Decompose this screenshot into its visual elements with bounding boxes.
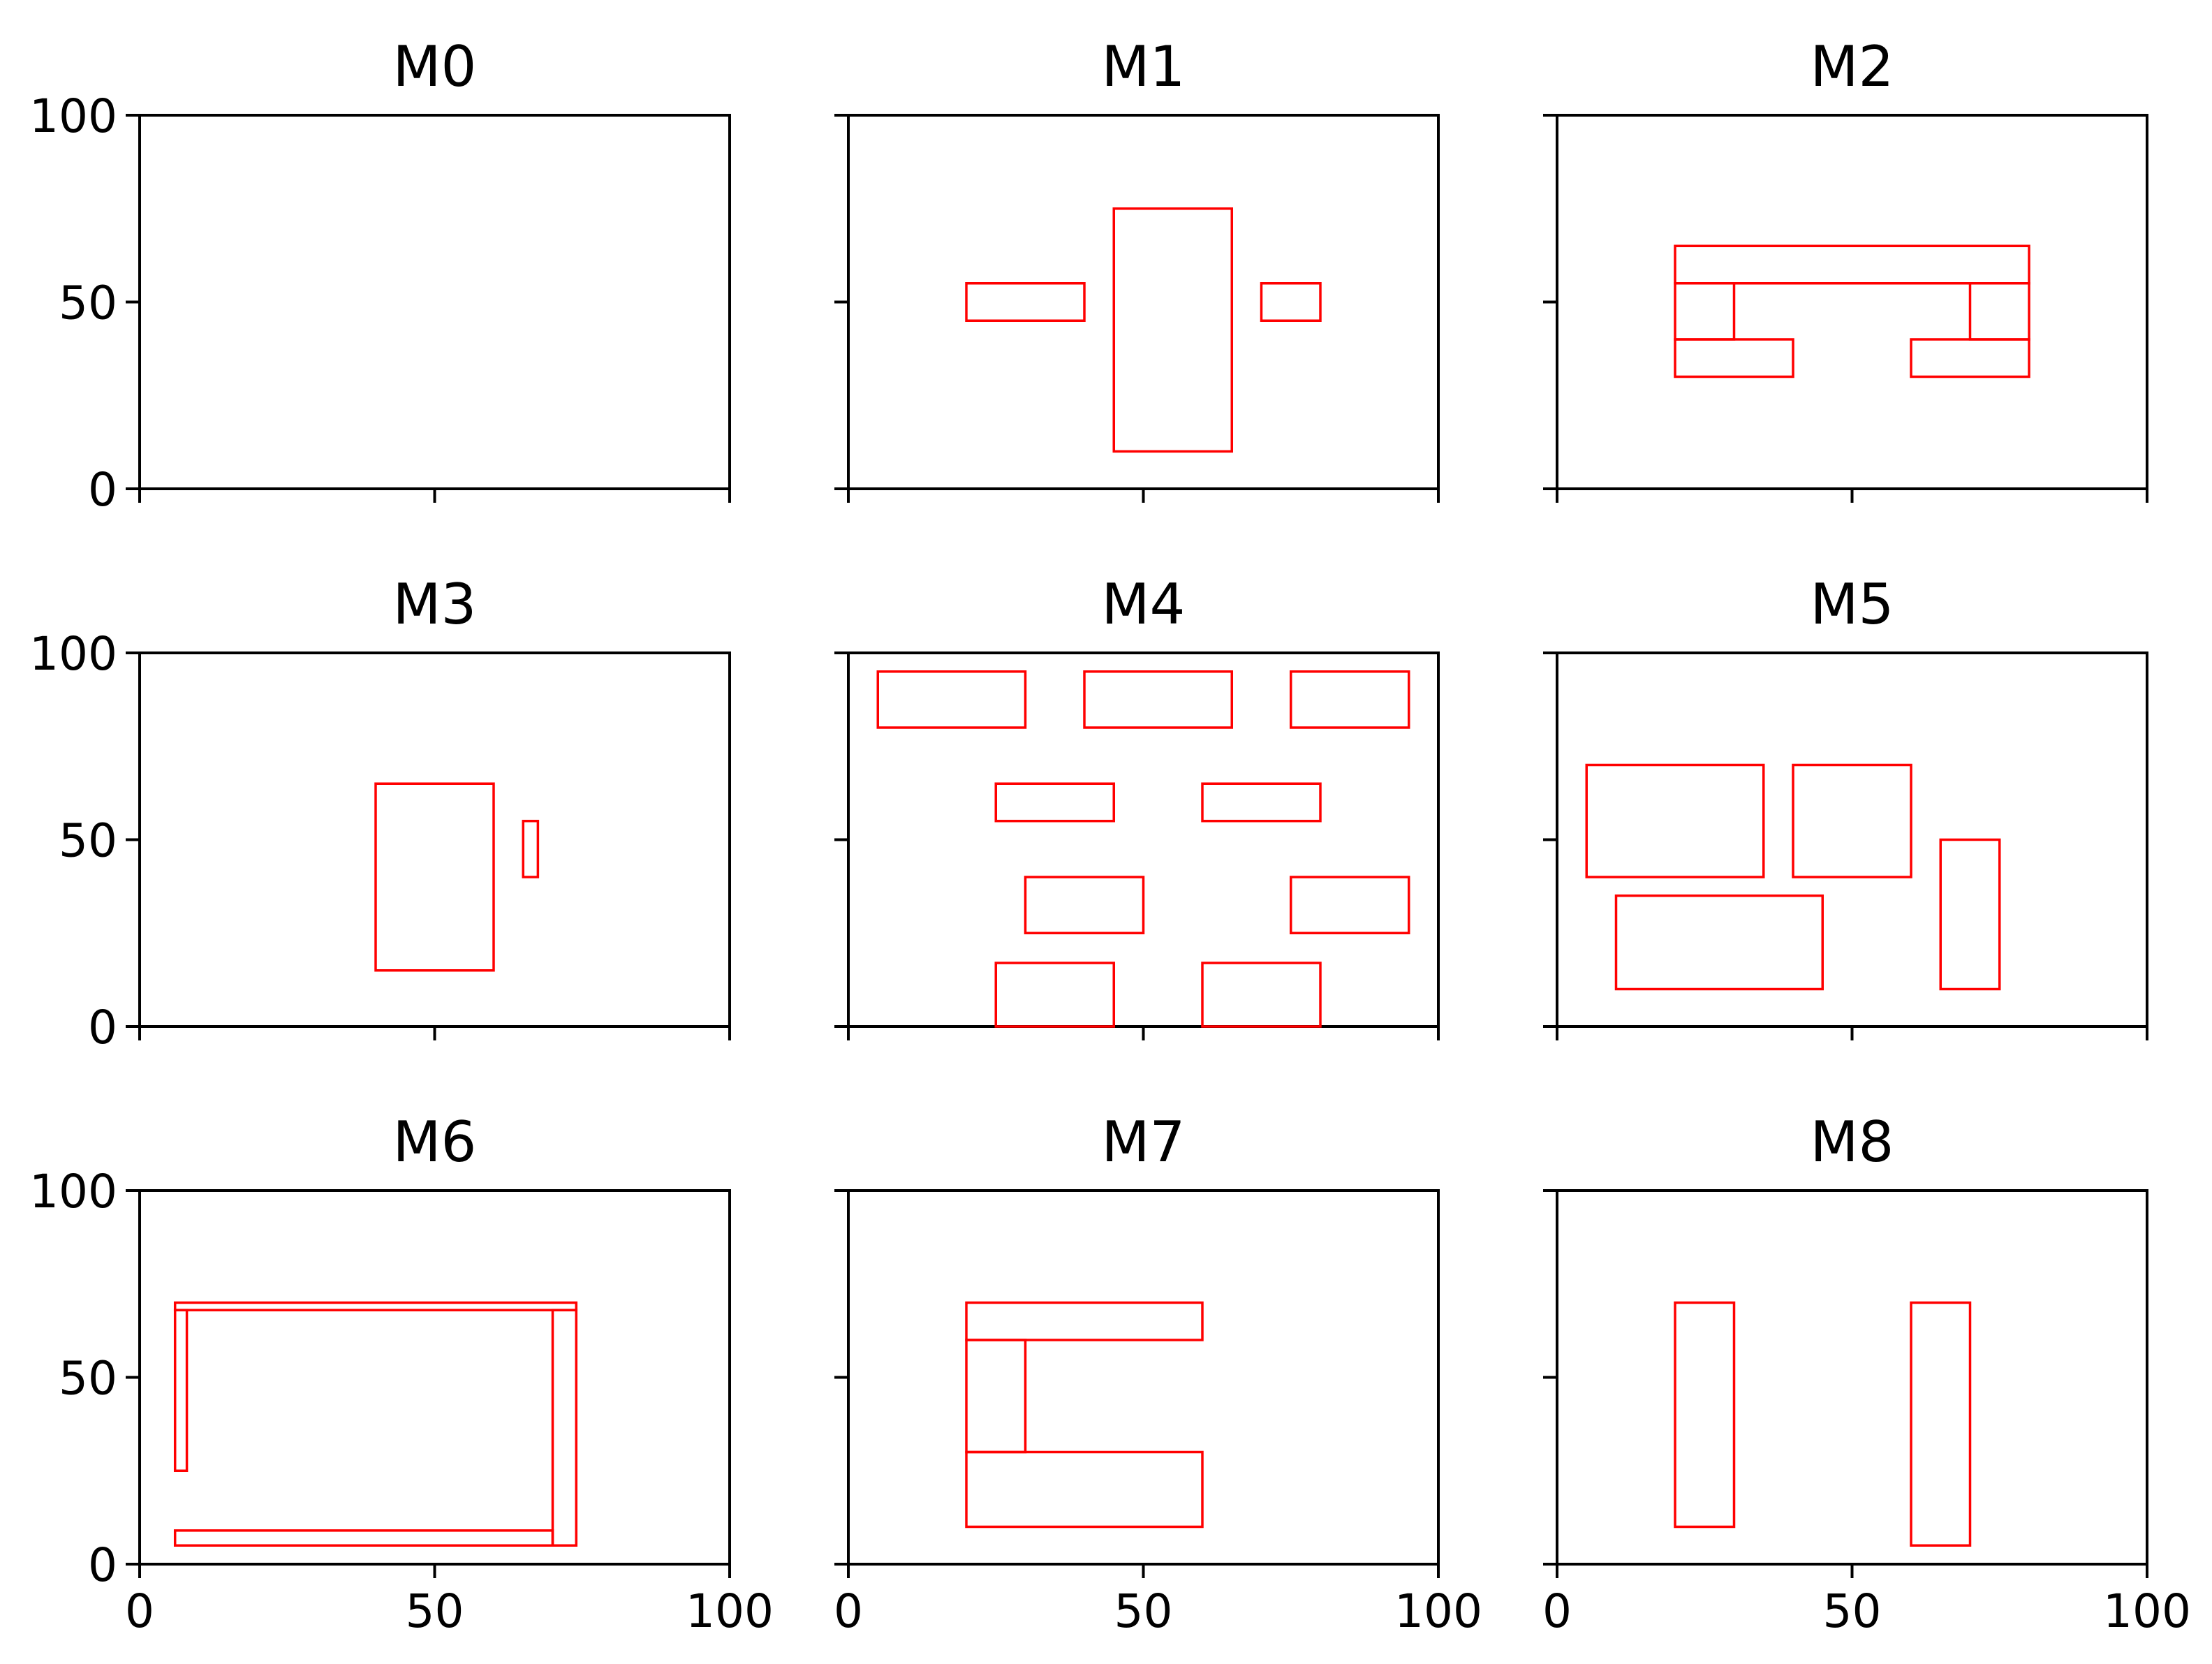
x-tick-label: 100 bbox=[2103, 1584, 2191, 1638]
data-rect bbox=[1674, 338, 1794, 378]
y-tick-label: 100 bbox=[29, 627, 117, 681]
axes-frame bbox=[1556, 114, 2148, 490]
data-rect bbox=[1083, 670, 1233, 729]
data-rect bbox=[173, 1301, 578, 1311]
y-tick-label: 0 bbox=[88, 1001, 117, 1054]
data-rect bbox=[965, 282, 1086, 322]
data-rect bbox=[173, 1529, 554, 1547]
data-rect bbox=[1112, 207, 1233, 453]
x-tick-label: 100 bbox=[1394, 1584, 1482, 1638]
subplot-title: M3 bbox=[393, 572, 477, 637]
y-tick-label: 50 bbox=[59, 814, 117, 868]
data-rect bbox=[1024, 876, 1145, 934]
subplot-m6: M6 0 50 100 0 50 100 bbox=[29, 1110, 774, 1638]
axes-frame bbox=[847, 1189, 1440, 1566]
data-rect bbox=[1290, 876, 1410, 934]
data-rect bbox=[1290, 670, 1410, 729]
subplot-title: M5 bbox=[1811, 572, 1894, 637]
axes-frame bbox=[1556, 1189, 2148, 1566]
y-tick-label: 100 bbox=[29, 89, 117, 143]
x-tick-label: 0 bbox=[834, 1584, 863, 1638]
subplot-m7: M7 0 50 100 bbox=[834, 1110, 1482, 1638]
data-rect bbox=[1968, 282, 2030, 341]
x-tick-label: 50 bbox=[1114, 1584, 1173, 1638]
data-rect bbox=[965, 1339, 1027, 1454]
y-tick-label: 50 bbox=[59, 277, 117, 330]
data-rect bbox=[1792, 763, 1912, 878]
data-rect bbox=[1201, 962, 1322, 1028]
data-rect bbox=[1674, 244, 2030, 285]
data-rect bbox=[1674, 1301, 1736, 1529]
x-tick-label: 0 bbox=[125, 1584, 154, 1638]
y-tick-label: 50 bbox=[59, 1352, 117, 1406]
data-rect bbox=[965, 1301, 1204, 1341]
subplot-title: M1 bbox=[1102, 34, 1186, 99]
data-rect bbox=[1910, 338, 2030, 378]
x-tick-label: 100 bbox=[686, 1584, 774, 1638]
data-rect bbox=[1614, 894, 1824, 991]
subplot-m5: M5 bbox=[1543, 572, 2148, 1040]
data-rect bbox=[522, 820, 540, 878]
data-rect bbox=[1910, 1301, 1972, 1547]
subplot-m8: M8 0 50 100 bbox=[1542, 1110, 2191, 1638]
subplot-m2: M2 bbox=[1543, 34, 2148, 503]
data-rect bbox=[173, 1309, 189, 1472]
data-rect bbox=[994, 782, 1115, 823]
subplot-title: M6 bbox=[393, 1110, 477, 1175]
data-rect bbox=[1260, 282, 1322, 322]
axes-frame bbox=[138, 1189, 731, 1566]
subplot-title: M0 bbox=[393, 34, 477, 99]
data-rect bbox=[994, 962, 1115, 1028]
subplot-m1: M1 bbox=[834, 34, 1440, 503]
data-rect bbox=[1201, 782, 1322, 823]
data-rect bbox=[965, 1450, 1204, 1529]
data-rect bbox=[876, 670, 1027, 729]
y-tick-label: 0 bbox=[88, 1538, 117, 1592]
data-rect bbox=[374, 782, 495, 972]
axes-frame bbox=[847, 651, 1440, 1028]
subplot-m4: M4 bbox=[834, 572, 1440, 1040]
subplot-title: M4 bbox=[1102, 572, 1186, 637]
x-tick-label: 50 bbox=[1823, 1584, 1882, 1638]
subplot-m0: M0 0 50 100 bbox=[29, 34, 731, 517]
x-tick-label: 50 bbox=[406, 1584, 464, 1638]
axes-frame bbox=[847, 114, 1440, 490]
subplot-title: M2 bbox=[1811, 34, 1894, 99]
subplot-m3: M3 0 50 100 bbox=[29, 572, 731, 1054]
x-tick-label: 0 bbox=[1542, 1584, 1572, 1638]
data-rect bbox=[1939, 838, 2001, 991]
axes-frame bbox=[138, 114, 731, 490]
data-rect bbox=[1585, 763, 1765, 878]
subplot-title: M7 bbox=[1102, 1110, 1186, 1175]
axes-frame bbox=[1556, 651, 2148, 1028]
y-tick-label: 100 bbox=[29, 1165, 117, 1218]
y-tick-label: 0 bbox=[88, 463, 117, 517]
data-rect bbox=[1674, 282, 1736, 341]
subplot-title: M8 bbox=[1811, 1110, 1894, 1175]
data-rect bbox=[551, 1309, 578, 1547]
